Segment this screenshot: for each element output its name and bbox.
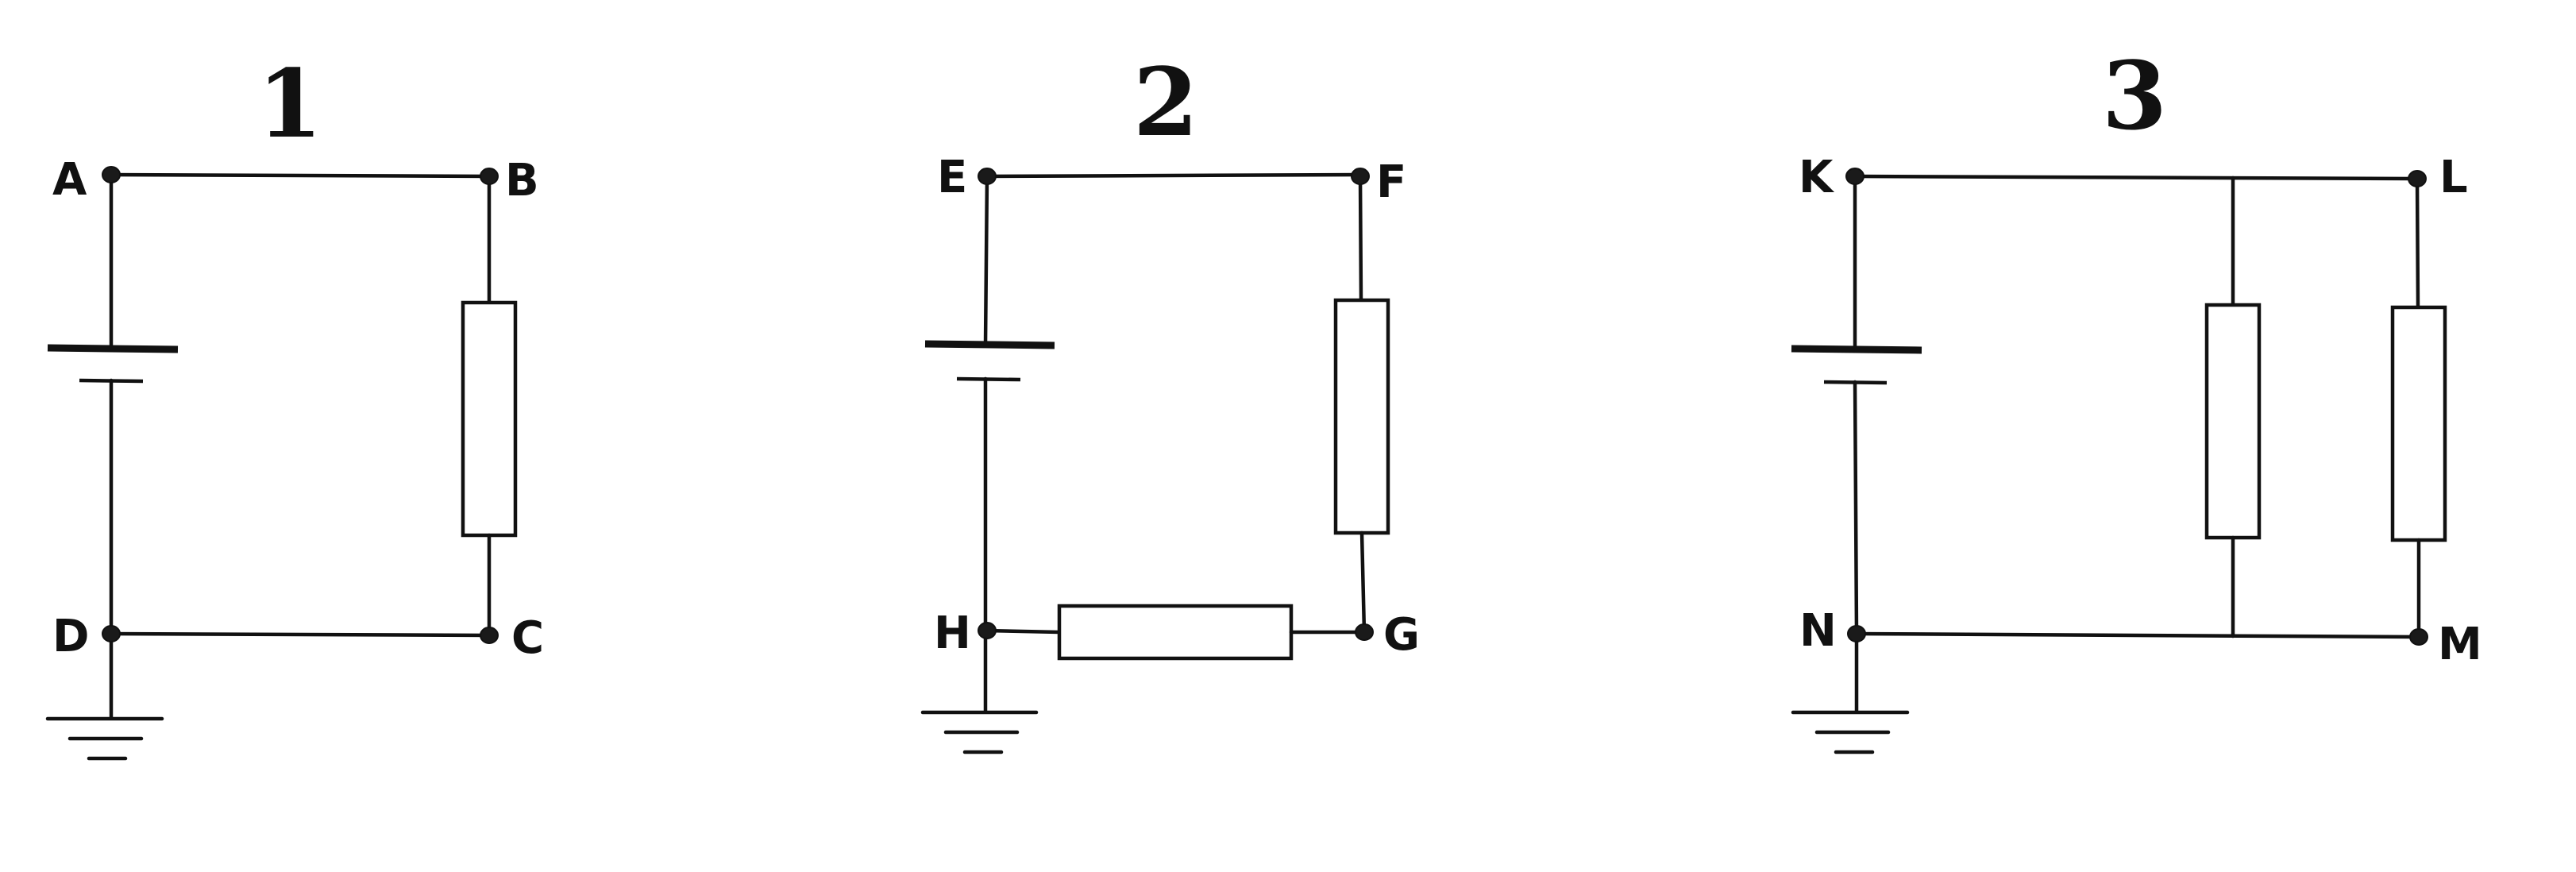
node-label: E <box>937 152 967 203</box>
node-dot <box>978 168 997 185</box>
node-label: C <box>511 612 544 664</box>
node-dot <box>480 168 499 185</box>
ground-symbol <box>45 631 164 761</box>
resistor <box>1057 604 1294 661</box>
circuit-1: 1 A B C D <box>45 48 544 761</box>
resistor <box>2390 305 2447 542</box>
node-dot <box>102 625 121 642</box>
circuit-3: 3 K L M <box>1791 41 2482 754</box>
node-dot <box>1847 625 1866 642</box>
circuit-number: 2 <box>1133 47 1198 157</box>
circuit-number: 3 <box>2102 41 2167 151</box>
node-label: A <box>52 154 87 206</box>
wire-bottom <box>1854 631 2421 639</box>
wire-right-upper <box>1358 172 1363 303</box>
resistor <box>1333 298 1390 535</box>
wire-top <box>985 172 1363 179</box>
wire-bottom <box>109 631 492 638</box>
circuit-2: 2 E F G H <box>920 47 1420 754</box>
node-dot <box>1351 168 1370 185</box>
resistor <box>2204 303 2262 540</box>
node-dot <box>978 622 997 639</box>
battery-symbol <box>924 340 1055 382</box>
battery-positive-plate <box>924 340 1055 349</box>
wire-bottom-left <box>983 628 1062 635</box>
node-label: F <box>1376 156 1406 208</box>
ground-symbol <box>920 628 1039 754</box>
ground-symbol <box>1791 631 1910 754</box>
node-label: K <box>1799 152 1835 203</box>
node-label: D <box>52 611 89 662</box>
node-label: L <box>2439 152 2468 203</box>
wire-top <box>1853 174 2420 181</box>
wire-top <box>109 172 492 179</box>
resistor <box>461 300 518 538</box>
node-dot <box>2408 170 2427 187</box>
node-dot <box>480 627 499 644</box>
node-dot <box>102 166 121 183</box>
battery-symbol <box>47 344 179 384</box>
node-label: B <box>505 155 539 206</box>
circuit-number: 1 <box>257 48 322 159</box>
node-label: M <box>2438 619 2482 670</box>
battery-negative-plate <box>956 376 1021 382</box>
node-label: H <box>934 608 971 659</box>
wire-left-lower <box>1853 380 1859 636</box>
battery-symbol <box>1791 345 1922 385</box>
node-label: N <box>1799 605 1837 657</box>
wire-right-lower <box>1359 531 1367 635</box>
node-label: G <box>1383 609 1420 661</box>
wire-right-upper <box>2415 176 2420 310</box>
battery-positive-plate <box>1791 345 1922 354</box>
node-dot <box>2409 628 2428 646</box>
wire-left-upper <box>983 174 989 347</box>
battery-positive-plate <box>47 344 179 353</box>
node-dot <box>1845 168 1865 185</box>
node-dot <box>1355 623 1374 641</box>
